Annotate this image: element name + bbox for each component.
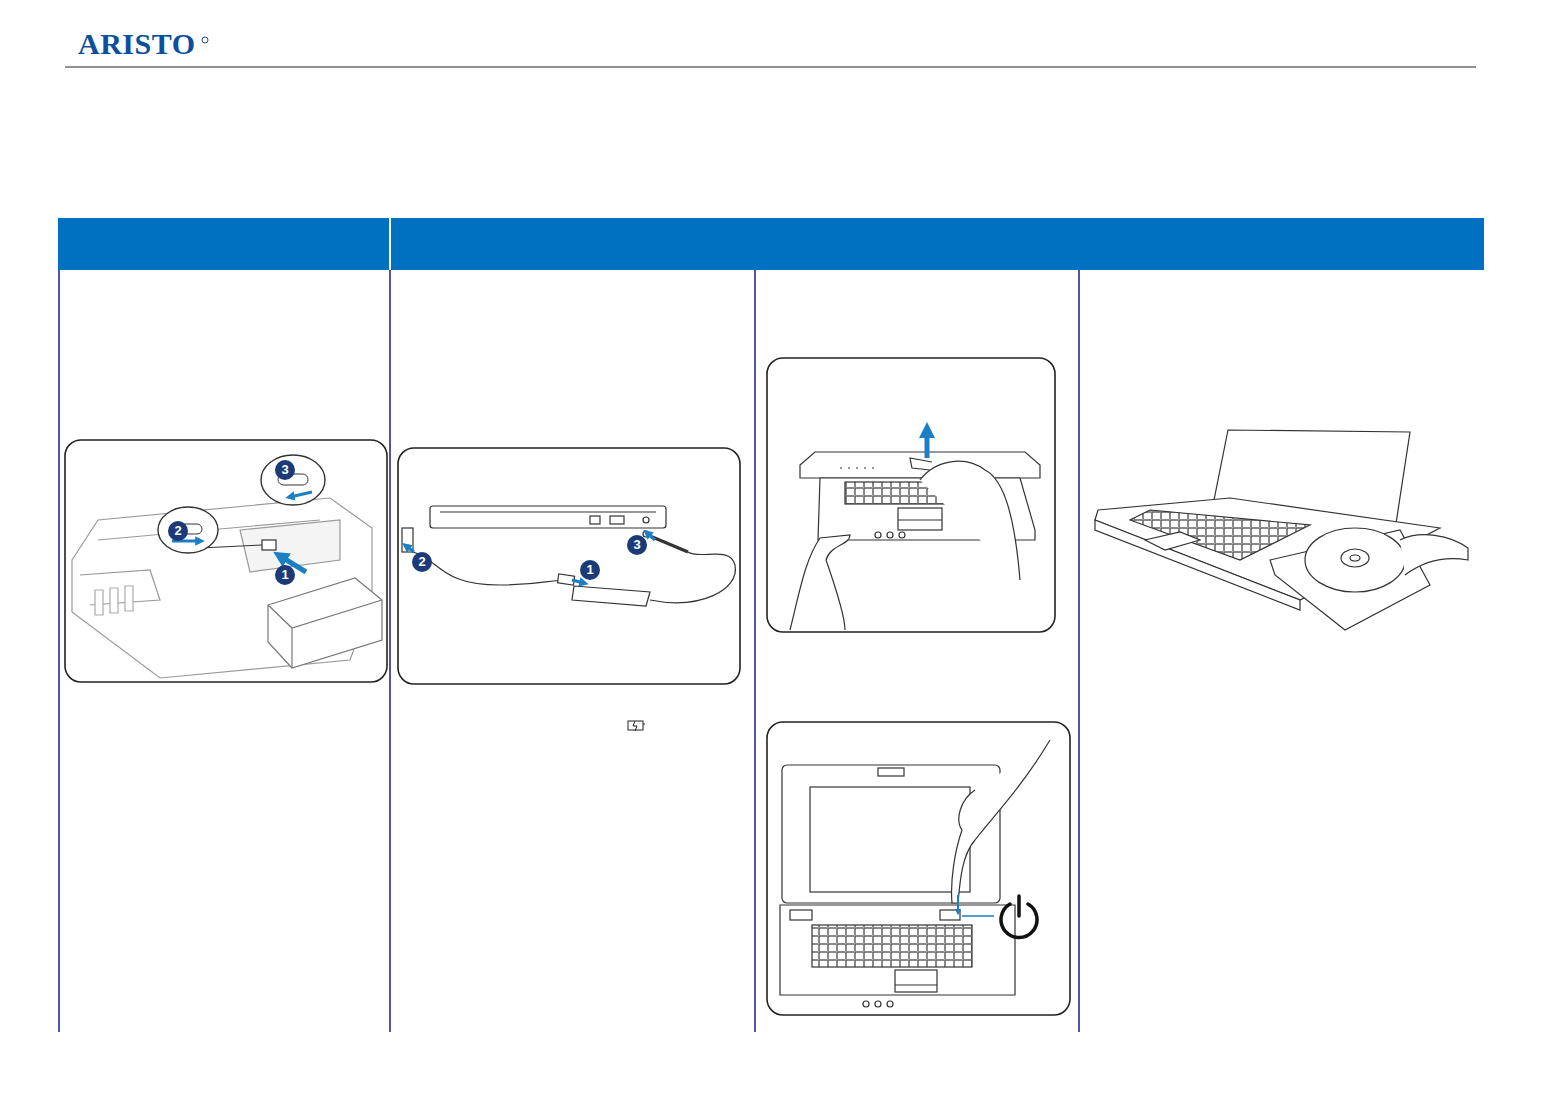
callout-number: 1: [275, 565, 295, 585]
callout-number: 3: [627, 535, 647, 555]
adapter-figure: [402, 506, 735, 606]
registered-mark: [202, 37, 208, 43]
charge-icon: [628, 721, 645, 731]
column-rules: [59, 270, 1079, 1032]
brand-logo: ARISTO: [78, 27, 196, 61]
latch-magnifier: [158, 455, 325, 553]
callout-number: 2: [168, 521, 188, 541]
lid-figure: [790, 452, 1040, 630]
figure-frames: [65, 358, 1070, 1015]
callout-number: 1: [580, 560, 600, 580]
plug-arrow: [647, 533, 655, 540]
callout-discs: [168, 460, 647, 585]
callout-number: 3: [275, 460, 295, 480]
power-symbol: [1001, 896, 1037, 938]
press-arrow: [957, 895, 959, 912]
disc-figure: [1095, 430, 1468, 630]
power-figure: [780, 740, 1050, 1007]
plug-arrow: [572, 580, 584, 583]
callout-number: 2: [412, 552, 432, 572]
header-rule: [65, 67, 1476, 68]
lift-arrow: [925, 430, 930, 458]
battery-figure: [72, 482, 382, 678]
header-divider: [389, 218, 391, 270]
leader-line: [962, 915, 994, 917]
plug-arrow: [406, 546, 414, 552]
table-header: [58, 218, 1484, 270]
